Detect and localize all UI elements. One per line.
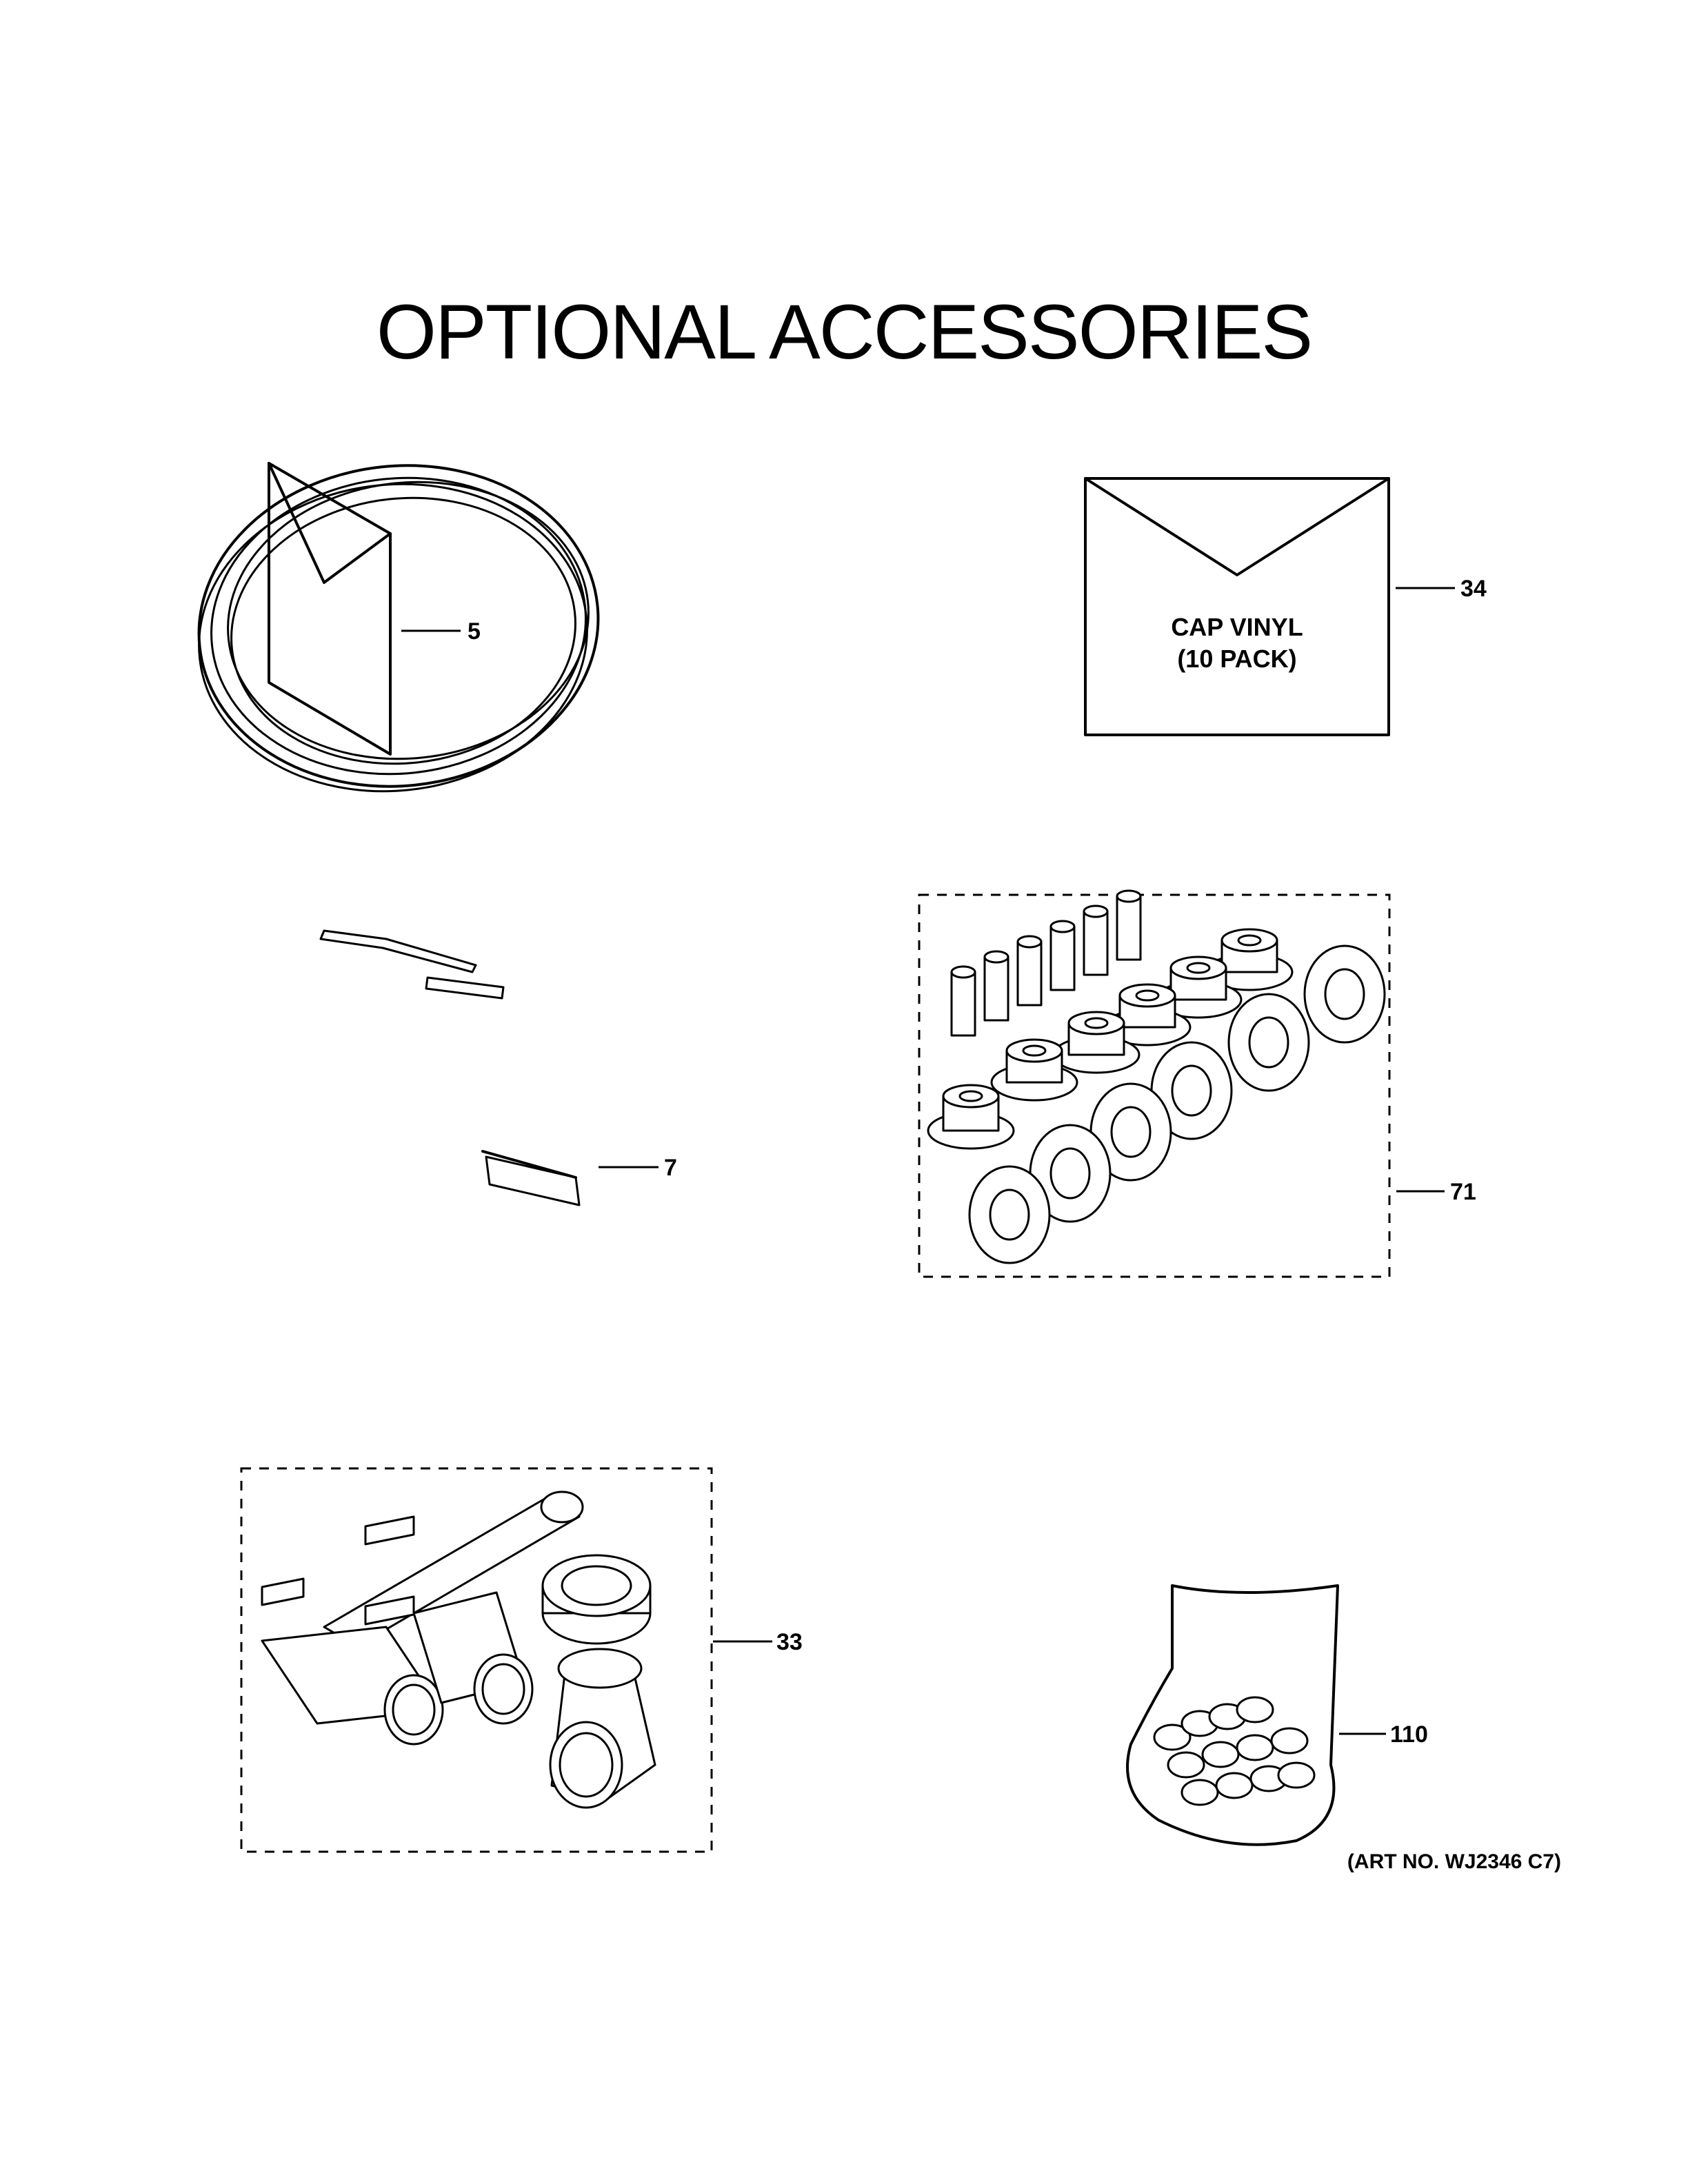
- callout-label-71: 71: [1450, 1179, 1476, 1205]
- screw-bag-illustration: [1126, 1584, 1339, 1846]
- envelope-label-line-1: CAP VINYL: [1171, 613, 1303, 641]
- spacers-kit-border: [918, 893, 1391, 1278]
- callout-label-33: 33: [776, 1629, 803, 1655]
- art-number: (ART NO. WJ2346 C7): [1347, 1850, 1561, 1873]
- callout-label-7: 7: [664, 1155, 677, 1181]
- page-title: OPTIONAL ACCESSORIES: [376, 289, 1312, 375]
- manual-sheet-illustration: [268, 462, 392, 756]
- pipe-kit-border: [240, 1467, 713, 1853]
- pipe-kit-illustration: [261, 1490, 656, 1809]
- callout-label-110: 110: [1390, 1721, 1428, 1748]
- callout-label-5: 5: [468, 618, 481, 645]
- callout-label-34: 34: [1460, 576, 1487, 602]
- spacers-kit-illustration: [927, 889, 1386, 1264]
- envelope-illustration: [1084, 477, 1390, 736]
- envelope-label-line-2: (10 PACK): [1177, 645, 1296, 673]
- coiled-tubing-illustration: [197, 464, 600, 1206]
